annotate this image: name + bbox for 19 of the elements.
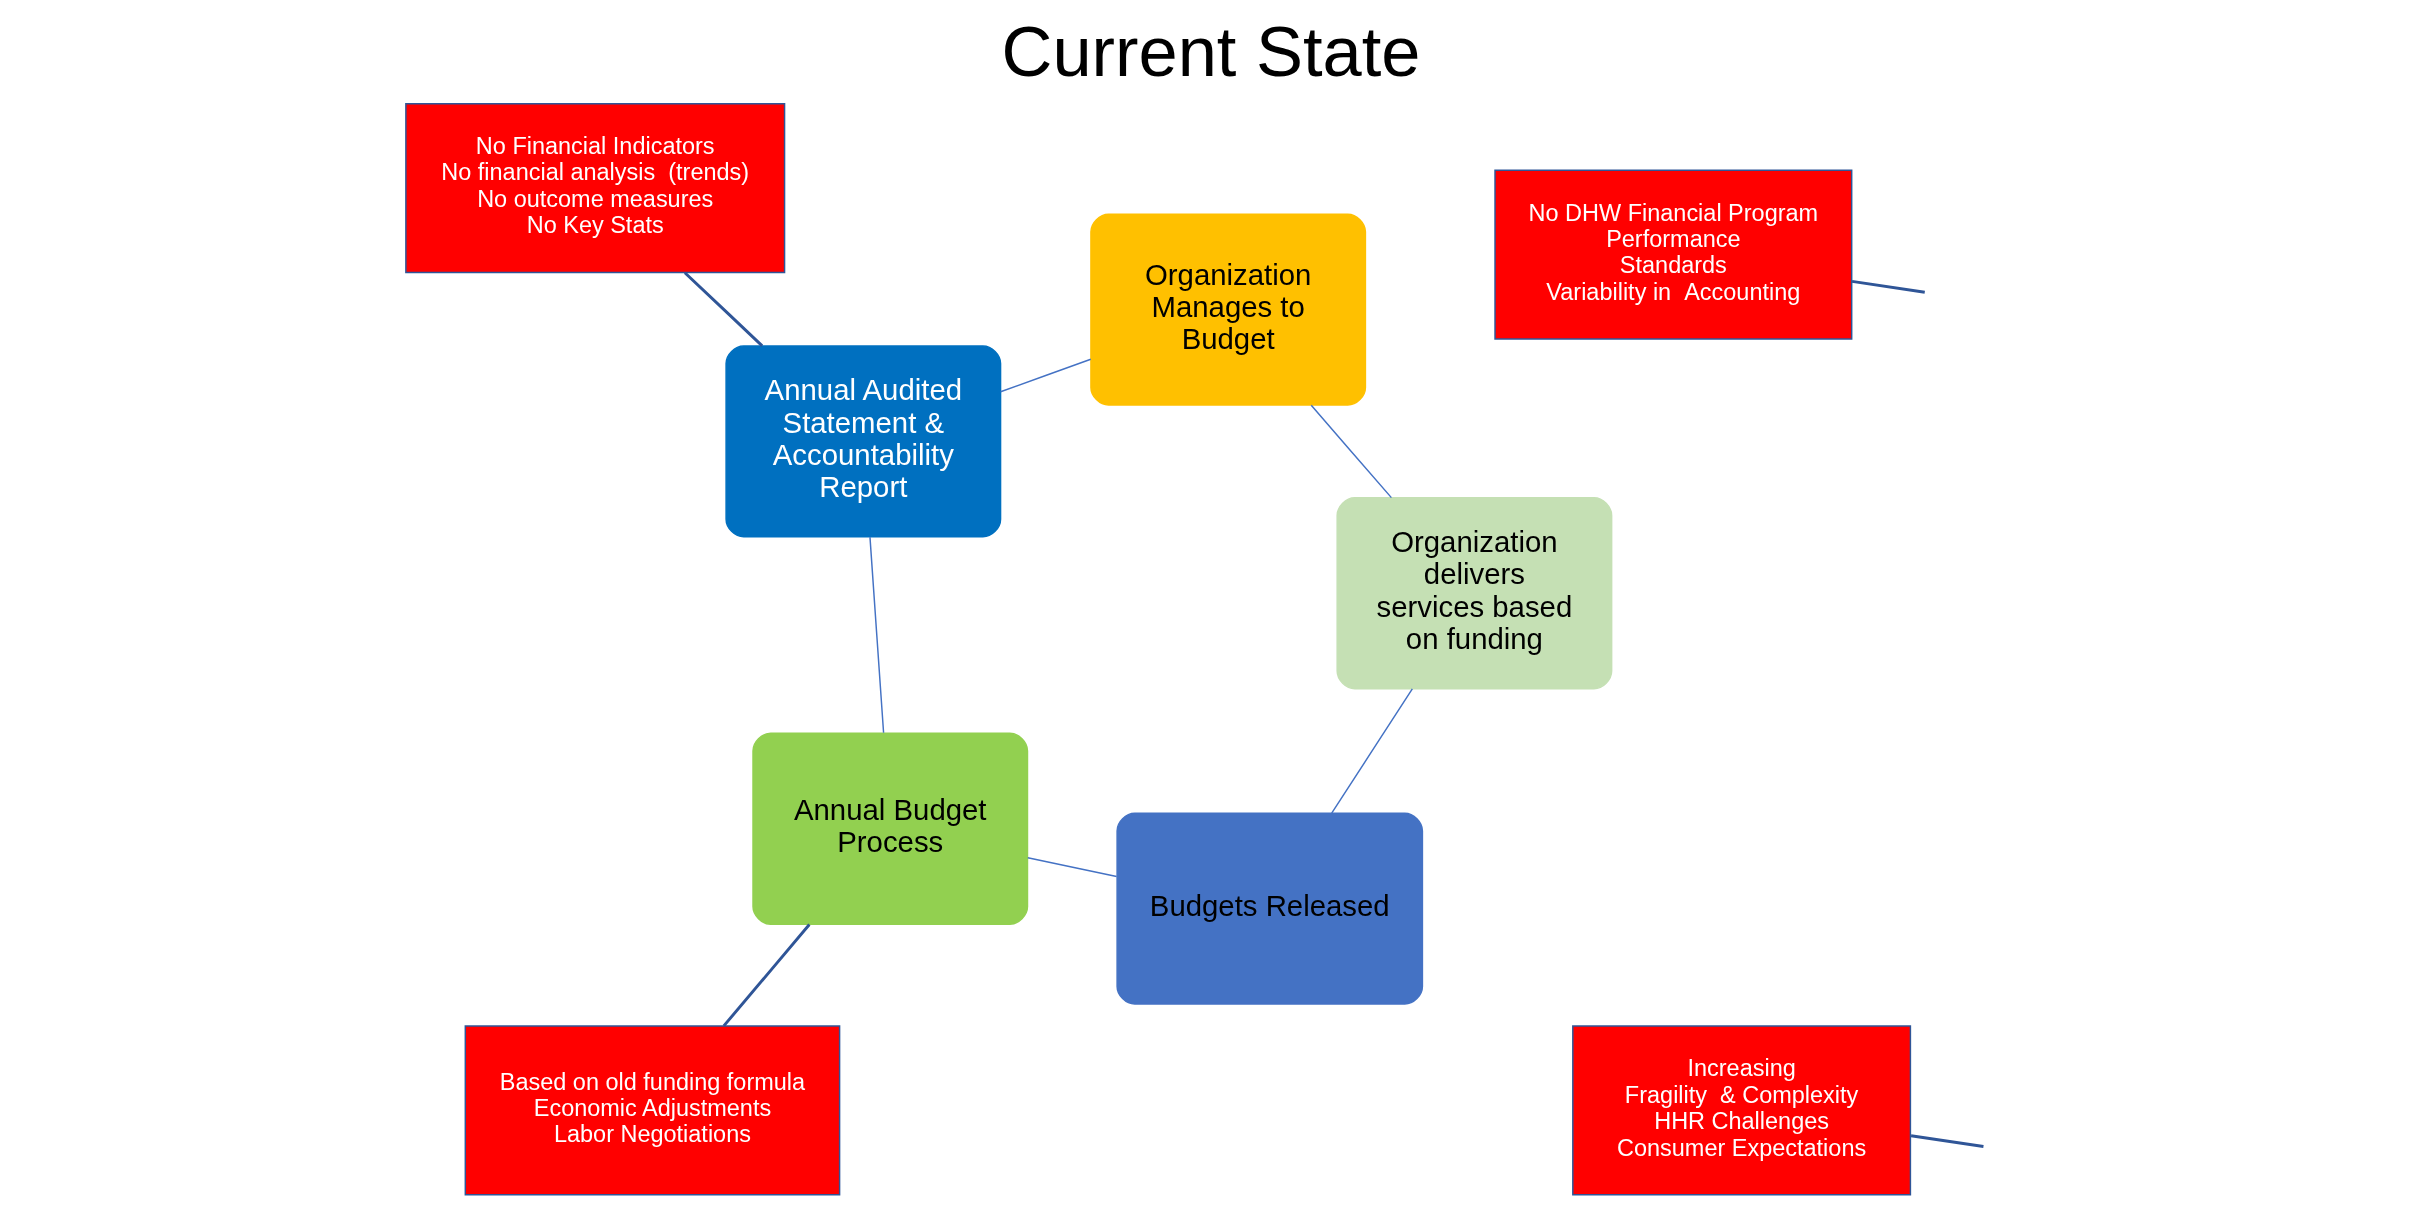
node-box: No Financial Indicators No financial analysis (trends) No outcome measures No Key Stats <box>405 102 786 274</box>
node-box: Organization delivers services based on funding <box>1336 497 1613 690</box>
node-box: Organization Manages to Budget <box>1090 213 1367 406</box>
diagram-title: Current State <box>1001 12 1421 92</box>
connector <box>1027 857 1118 878</box>
node-box: Budgets Released <box>1116 812 1424 1005</box>
connector <box>1310 404 1393 499</box>
node-box: Based on old funding formula Economic Adjustments Labor Negotiations <box>464 1025 841 1196</box>
node-box: Increasing Fragility & Complexity HHR Challenges Consumer Expectations <box>1572 1025 1912 1196</box>
connector <box>722 923 811 1027</box>
connector <box>999 358 1092 393</box>
connector <box>869 536 885 734</box>
connector <box>1851 279 1925 294</box>
connector <box>1331 688 1414 814</box>
node-box: Annual Budget Process <box>752 732 1029 925</box>
connector <box>683 271 764 347</box>
connector <box>1910 1134 1984 1149</box>
node-box: No DHW Financial Program Performance Standards Variability in Accounting <box>1494 169 1853 340</box>
node-box: Annual Audited Statement & Accountability Report <box>725 345 1002 538</box>
